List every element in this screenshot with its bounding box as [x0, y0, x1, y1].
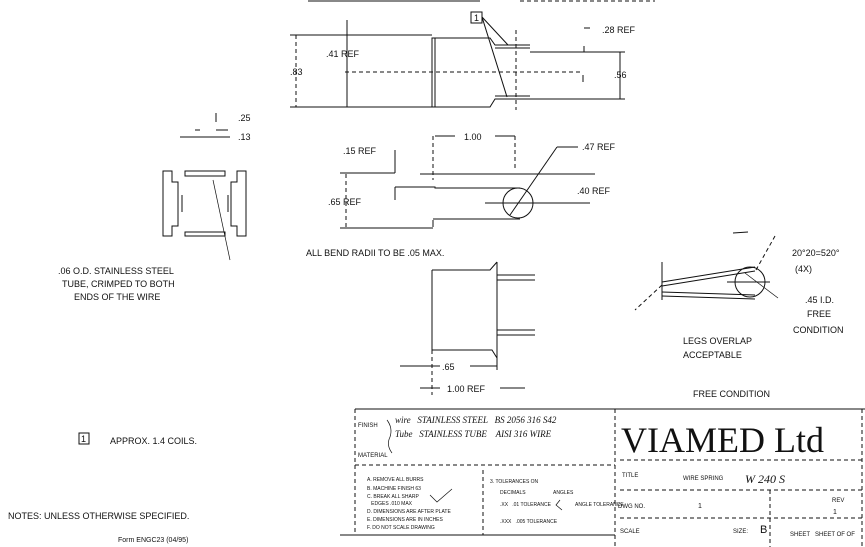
tolerance-header: 3. TOLERANCES ON	[490, 479, 539, 485]
title-block: FINISH MATERIAL wire STAINLESS STEEL BS …	[340, 408, 865, 547]
dim-15-ref: .15 REF	[343, 146, 377, 156]
note-balloon	[78, 432, 90, 445]
material-line-1: wire STAINLESS STEEL BS 2056 316 S42	[395, 415, 557, 425]
id-line-3: CONDITION	[793, 325, 844, 335]
general-note-e: E. DIMENSIONS ARE IN INCHES	[367, 517, 444, 523]
size-label: SIZE:	[733, 529, 748, 535]
angle-count: (4X)	[795, 264, 812, 274]
angles-label: ANGLES	[553, 490, 574, 496]
id-line-2: FREE	[807, 309, 831, 319]
title-handwritten: W 240 S	[745, 472, 785, 486]
form-number: Form ENGC23 (04/95)	[118, 537, 188, 544]
sheet-label: SHEET	[790, 532, 810, 538]
scale-label: SCALE	[620, 529, 640, 535]
note-item-number: 1	[81, 434, 86, 444]
title-value: WIRE SPRING	[683, 476, 724, 482]
balloon-number: 1	[474, 13, 479, 23]
note-item-text: APPROX. 1.4 COILS.	[110, 436, 197, 446]
dim-1-00-ref: 1.00 REF	[447, 384, 486, 394]
free-condition-caption: FREE CONDITION	[693, 389, 770, 399]
bend-radii-note: ALL BEND RADII TO BE .05 MAX.	[306, 248, 444, 258]
dim-41-ref: .41 REF	[326, 49, 360, 59]
angle-dim: 20°20=520°	[792, 248, 840, 258]
dim-13: .13	[238, 132, 251, 142]
tolerance-xx: .XX .01 TOLERANCE	[500, 502, 552, 508]
company-logo: VIAMED Ltd	[621, 420, 824, 460]
id-line-1: .45 I.D.	[805, 295, 834, 305]
dim-65-ref: .65 REF	[328, 197, 362, 207]
rev-label: REV	[832, 498, 844, 504]
dim-40-ref: .40 REF	[577, 186, 611, 196]
top-view: 1 .28 REF .41 REF .83 .56	[290, 0, 655, 110]
tolerance-xxx: .XXX .005 TOLERANCE	[500, 519, 558, 525]
decimals-label: DECIMALS	[500, 490, 526, 496]
front-view: .65 1.00 REF	[400, 261, 535, 395]
size-value: B	[760, 524, 767, 536]
general-note-b: B. MACHINE FINISH 63	[367, 486, 421, 492]
dim-28-ref: .28 REF	[602, 25, 636, 35]
free-condition-view: 20°20=520° (4X) .45 I.D. FREE CONDITION …	[634, 231, 844, 399]
general-note-a: A. REMOVE ALL BURRS	[367, 477, 424, 483]
dim-25: .25	[238, 113, 251, 123]
material-label: MATERIAL	[358, 453, 388, 459]
finish-label: FINISH	[358, 423, 378, 429]
general-note-c: C. BREAK ALL SHARP	[367, 494, 419, 500]
dim-56: .56	[614, 70, 627, 80]
dim-83: .83	[290, 67, 303, 77]
notes-header: NOTES: UNLESS OTHERWISE SPECIFIED.	[8, 511, 189, 521]
dwg-no-value: 1	[698, 503, 702, 510]
check-mark	[429, 488, 453, 503]
sheet-of: SHEET OF OF	[815, 532, 855, 538]
legs-line-1: LEGS OVERLAP	[683, 336, 752, 346]
material-line-2: Tube STAINLESS TUBE AISI 316 WIRE	[395, 429, 552, 439]
tube-note-line-2: TUBE, CRIMPED TO BOTH	[62, 279, 175, 289]
angle-tolerance: ANGLE TOLERANCE	[575, 502, 624, 508]
dim-47-ref: .47 REF	[582, 142, 616, 152]
dim-65: .65	[442, 362, 455, 372]
tube-note-line-3: ENDS OF THE WIRE	[74, 292, 160, 302]
rev-value: 1	[833, 509, 837, 516]
general-note-c2: EDGES .010 MAX	[367, 501, 413, 507]
dwg-no-label: DWG NO.	[618, 504, 645, 510]
legs-line-2: ACCEPTABLE	[683, 350, 742, 360]
title-label: TITLE	[622, 473, 638, 479]
tube-view: .25 .13 .06 O.D. STAINLESS STEEL TUBE, C…	[58, 113, 251, 302]
general-note-f: F. DO NOT SCALE DRAWING	[367, 525, 435, 531]
general-note-d: D. DIMENSIONS ARE AFTER PLATE	[367, 509, 451, 515]
side-view: 1.00 .15 REF .47 REF .40 REF .65 REF	[328, 132, 616, 229]
dim-1-00: 1.00	[464, 132, 482, 142]
tube-note-line-1: .06 O.D. STAINLESS STEEL	[58, 266, 174, 276]
